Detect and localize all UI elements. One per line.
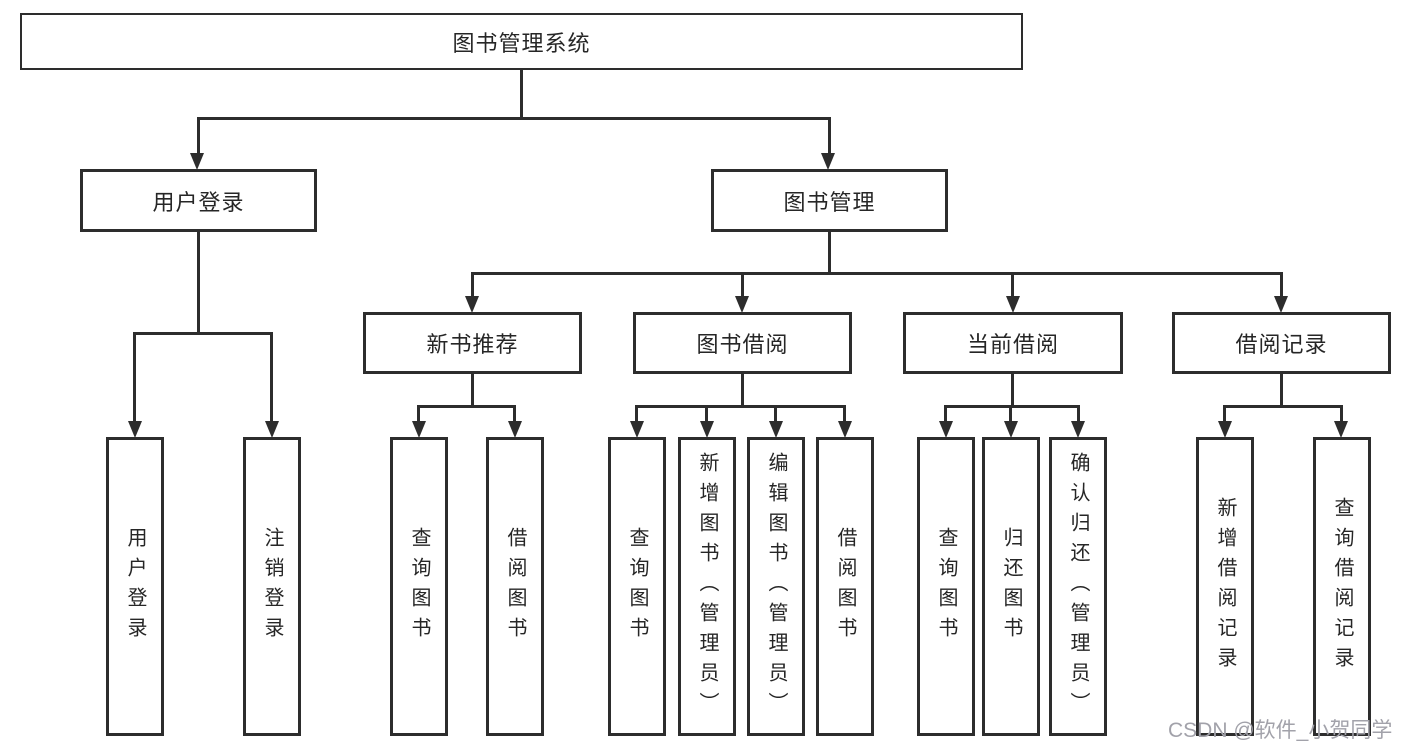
node-library-management-system: 图书管理系统 [20,13,1023,70]
connector-root-stem [520,70,523,119]
connector-stem [741,374,744,408]
node-label: 图书借阅 [696,332,789,357]
arrow-down-icon [1006,296,1020,313]
node-label: 借阅记录 [1235,332,1328,357]
connector-stem [270,332,273,424]
leaf-label: 确认归还（管理员） [1067,451,1089,722]
connector-stem [417,405,420,423]
leaf-label: 新增借阅记录 [1214,496,1236,677]
leaf-label: 新增图书（管理员） [696,451,718,722]
arrow-down-icon [735,296,749,313]
connector-stem [944,405,947,423]
arrow-down-icon [939,421,953,438]
leaf-query-books-current: 查询图书 [917,437,975,736]
arrow-down-icon [700,421,714,438]
connector-stem [828,117,831,155]
leaf-query-books-recommend: 查询图书 [390,437,448,736]
leaf-borrow-books-borrowing: 借阅图书 [816,437,874,736]
arrow-down-icon [769,421,783,438]
node-borrowing-records: 借阅记录 [1172,312,1391,374]
connector-stem [843,405,846,423]
arrow-down-icon [1004,421,1018,438]
leaf-query-books-borrowing: 查询图书 [608,437,666,736]
leaf-logout: 注销登录 [243,437,301,736]
leaf-label: 用户登录 [124,526,146,647]
node-label: 图书管理系统 [452,30,591,56]
arrow-down-icon [508,421,522,438]
leaf-add-borrow-record: 新增借阅记录 [1196,437,1254,736]
connector-stem [197,232,200,335]
arrow-down-icon [190,153,204,170]
leaf-label: 查询图书 [935,526,957,647]
arrow-down-icon [465,296,479,313]
arrow-down-icon [1334,421,1348,438]
arrow-down-icon [128,421,142,438]
connector-stem [1009,405,1012,423]
connector-stem [741,272,744,300]
connector-stem [774,405,777,423]
arrow-down-icon [412,421,426,438]
connector-stem [1223,405,1226,423]
arrow-down-icon [1218,421,1232,438]
leaf-return-book: 归还图书 [982,437,1040,736]
connector-stem [471,374,474,408]
leaf-label: 查询图书 [626,526,648,647]
connector-stem [471,272,474,300]
leaf-label: 归还图书 [1000,526,1022,647]
node-label: 当前借阅 [966,332,1059,357]
connector-root-bar [197,117,831,120]
leaf-label: 编辑图书（管理员） [765,451,787,722]
connector-stem [1280,374,1283,408]
connector-bar [944,405,1080,408]
connector-stem [1340,405,1343,423]
node-book-management: 图书管理 [711,169,948,232]
connector-bar [417,405,516,408]
node-book-borrowing: 图书借阅 [633,312,852,374]
connector-stem [1011,272,1014,300]
node-label: 图书管理 [783,189,876,215]
connector-stem [513,405,516,423]
node-label: 新书推荐 [426,332,519,357]
leaf-label: 查询图书 [408,526,430,647]
connector-stem [705,405,708,423]
connector-bar [1223,405,1343,408]
arrow-down-icon [630,421,644,438]
node-new-book-recommendation: 新书推荐 [363,312,582,374]
leaf-user-login: 用户登录 [106,437,164,736]
leaf-add-book-admin: 新增图书（管理员） [678,437,736,736]
node-label: 用户登录 [152,189,245,215]
leaf-borrow-books-recommend: 借阅图书 [486,437,544,736]
leaf-query-borrow-record: 查询借阅记录 [1313,437,1371,736]
connector-bar [635,405,846,408]
connector-bar [471,272,1282,275]
connector-stem [1077,405,1080,423]
connector-stem [1280,272,1283,300]
connector-bar [133,332,273,335]
connector-stem [133,332,136,424]
leaf-edit-book-admin: 编辑图书（管理员） [747,437,805,736]
connector-stem [828,232,831,275]
arrow-down-icon [265,421,279,438]
leaf-label: 借阅图书 [834,526,856,647]
connector-stem [197,117,200,155]
arrow-down-icon [1071,421,1085,438]
node-user-login: 用户登录 [80,169,317,232]
leaf-label: 借阅图书 [504,526,526,647]
arrow-down-icon [1274,296,1288,313]
node-current-borrowing: 当前借阅 [903,312,1123,374]
arrow-down-icon [821,153,835,170]
leaf-label: 注销登录 [261,526,283,647]
watermark: CSDN @软件_小贺同学 [1168,719,1393,742]
leaf-label: 查询借阅记录 [1331,496,1353,677]
leaf-confirm-return-admin: 确认归还（管理员） [1049,437,1107,736]
connector-stem [635,405,638,423]
arrow-down-icon [838,421,852,438]
connector-stem [1011,374,1014,408]
